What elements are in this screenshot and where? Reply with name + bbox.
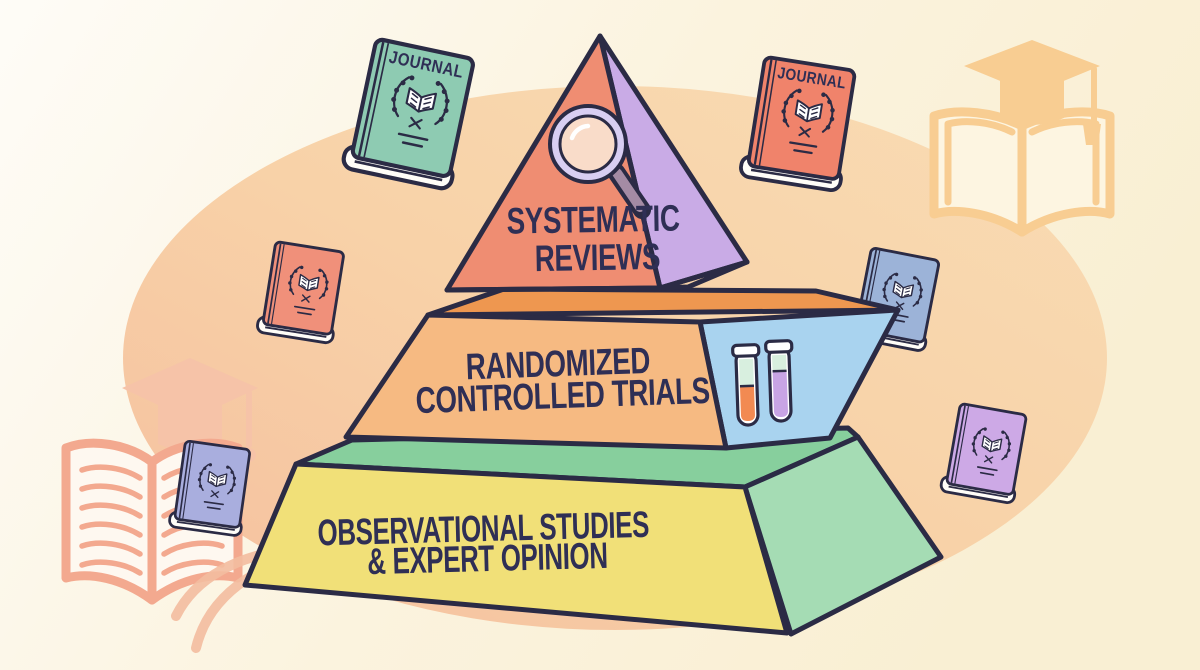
pyramid-level-randomized-controlled-trials: RANDOMIZED CONTROLLED TRIALS (343, 286, 901, 451)
magnifying-glass-icon (548, 104, 651, 219)
journal-book-green: JOURNAL (342, 37, 478, 190)
level1-label: SYSTEMATIC REVIEWS (506, 196, 688, 279)
level1-bottom-edge (444, 259, 750, 293)
watermark-book-cap-top-right (929, 40, 1115, 237)
level2-top-face (425, 286, 901, 318)
level3-label: OBSERVATIONAL STUDIES & EXPERT OPINION (317, 503, 657, 584)
level3-front-face (242, 461, 790, 636)
svg-text:RANDOMIZED CONTROLLE: RANDOMIZED CONTROLLED TRIALS (414, 337, 710, 421)
svg-text:OBSERVATIONAL STUDIES: OBSERVATIONAL STUDIES & EXPERT OPINION (317, 503, 657, 584)
journal-book-orange: JOURNAL (737, 53, 860, 194)
graduation-cap-icon (964, 40, 1101, 145)
open-book-icon (929, 107, 1115, 237)
test-tubes-icon (731, 339, 794, 427)
level2-front-face (343, 312, 729, 451)
level2-label: RANDOMIZED CONTROLLED TRIALS (414, 337, 710, 421)
pyramid-level-systematic-reviews: SYSTEMATIC REVIEWS (444, 33, 750, 293)
svg-text:SYSTEMATIC REVIEWS: SYSTEMATIC REVIEWS (506, 196, 688, 279)
